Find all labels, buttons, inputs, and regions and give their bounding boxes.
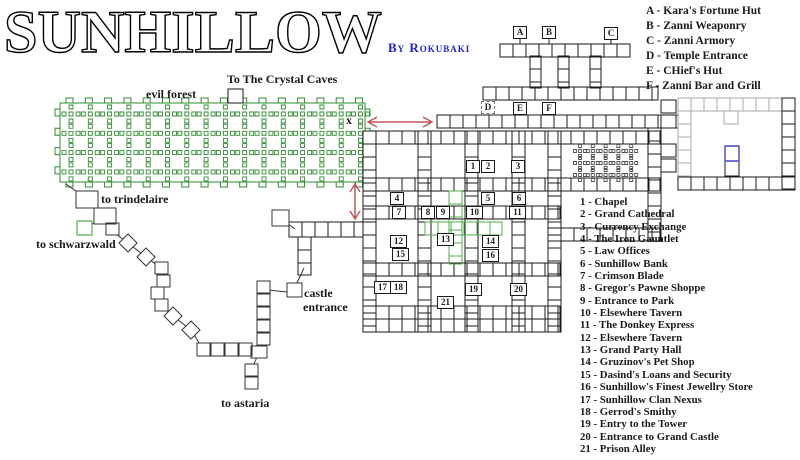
legend-item-n14: 14 - Gruzinov's Pet Shop bbox=[580, 356, 695, 369]
label-trindelaire: to trindelaire bbox=[101, 192, 169, 206]
legend-item-D: D - Temple Entrance bbox=[646, 50, 748, 62]
map-marker-6: 6 bbox=[512, 192, 526, 205]
letter-legend: A - Kara's Fortune Hut B - Zanni Weaponry… bbox=[646, 4, 761, 94]
map-marker-13: 13 bbox=[437, 233, 454, 246]
map-marker-C: C bbox=[604, 27, 618, 40]
legend-item-n3: 3 - Currency Exchange bbox=[580, 220, 687, 233]
map-marker-20: 20 bbox=[510, 283, 527, 296]
map-marker-2: 2 bbox=[481, 160, 495, 173]
map-marker-15: 15 bbox=[392, 248, 409, 261]
map-marker-12: 12 bbox=[390, 235, 407, 248]
map-marker-D: D bbox=[481, 101, 495, 114]
label-crystal-caves: To The Crystal Caves bbox=[227, 72, 338, 86]
map-marker-B: B bbox=[542, 26, 556, 39]
page-title: SUNHILLOW bbox=[4, 0, 382, 65]
map-marker-E: E bbox=[513, 102, 527, 115]
map-marker-11: 11 bbox=[509, 206, 526, 219]
map-marker-1: 1 bbox=[466, 160, 480, 173]
legend-item-n5: 5 - Law Offices bbox=[580, 245, 650, 258]
legend-item-n12: 12 - Elsewhere Tavern bbox=[580, 331, 683, 344]
legend-item-n8: 8 - Gregor's Pawne Shoppe bbox=[580, 282, 706, 295]
map-marker-10: 10 bbox=[466, 206, 483, 219]
legend-item-F: F - Zanni Bar and Grill bbox=[646, 80, 761, 92]
legend-item-n17: 17 - Sunhillow Clan Nexus bbox=[580, 393, 702, 406]
map-marker-8: 8 bbox=[421, 206, 435, 219]
legend-item-n20: 20 - Entrance to Grand Castle bbox=[580, 430, 719, 443]
legend-item-n11: 11 - The Donkey Express bbox=[580, 319, 695, 332]
legend-item-n21: 21 - Prison Alley bbox=[580, 442, 656, 455]
legend-item-n6: 6 - Sunhillow Bank bbox=[580, 257, 668, 270]
label-astaria: to astaria bbox=[221, 396, 270, 410]
x-mark: x bbox=[346, 113, 352, 127]
legend-item-n19: 19 - Entry to the Tower bbox=[580, 418, 688, 431]
legend-item-n1: 1 - Chapel bbox=[580, 196, 628, 208]
legend-item-n9: 9 - Entrance to Park bbox=[580, 294, 675, 307]
legend-item-n7: 7 - Crimson Blade bbox=[580, 270, 664, 283]
legend-item-n13: 13 - Grand Party Hall bbox=[580, 344, 682, 357]
map-marker-A: A bbox=[513, 26, 527, 39]
map-marker-7: 7 bbox=[392, 206, 406, 219]
label-evil-forest: evil forest bbox=[146, 87, 197, 101]
map-marker-3: 3 bbox=[511, 160, 525, 173]
legend-item-n15: 15 - Dasind's Loans and Security bbox=[580, 368, 732, 381]
legend-item-B: B - Zanni Weaponry bbox=[646, 20, 747, 32]
title-graphic: SUNHILLOW bbox=[3, 0, 382, 66]
legend-item-E: E - CHief's Hut bbox=[646, 65, 723, 77]
legend-item-n2: 2 - Grand Cathedral bbox=[580, 208, 675, 221]
label-castle-entrance-1: castle bbox=[304, 286, 333, 300]
legend-item-C: C - Zanni Armory bbox=[646, 35, 736, 47]
label-schwarzwald: to schwarzwald bbox=[36, 237, 116, 251]
map-marker-14: 14 bbox=[482, 235, 499, 248]
legend-item-n4: 4 - The Iron Gauntlet bbox=[580, 233, 679, 246]
legend-item-n18: 18 - Gerrod's Smithy bbox=[580, 405, 677, 418]
map-marker-21: 21 bbox=[437, 296, 454, 309]
label-castle-entrance-2: entrance bbox=[303, 300, 348, 314]
byline: By Rokubaki bbox=[388, 40, 471, 55]
map-marker-5: 5 bbox=[481, 192, 495, 205]
map-marker-F: F bbox=[542, 102, 556, 115]
map-marker-17: 17 bbox=[374, 281, 391, 294]
legend-item-n16: 16 - Sunhillow's Finest Jewellry Store bbox=[580, 381, 753, 394]
legend-item-A: A - Kara's Fortune Hut bbox=[646, 5, 761, 17]
map-marker-4: 4 bbox=[390, 192, 404, 205]
map-marker-19: 19 bbox=[465, 283, 482, 296]
map-marker-9: 9 bbox=[436, 206, 450, 219]
legend-item-n10: 10 - Elsewhere Tavern bbox=[580, 307, 683, 320]
map-marker-18: 18 bbox=[390, 281, 407, 294]
map-marker-16: 16 bbox=[482, 249, 499, 262]
